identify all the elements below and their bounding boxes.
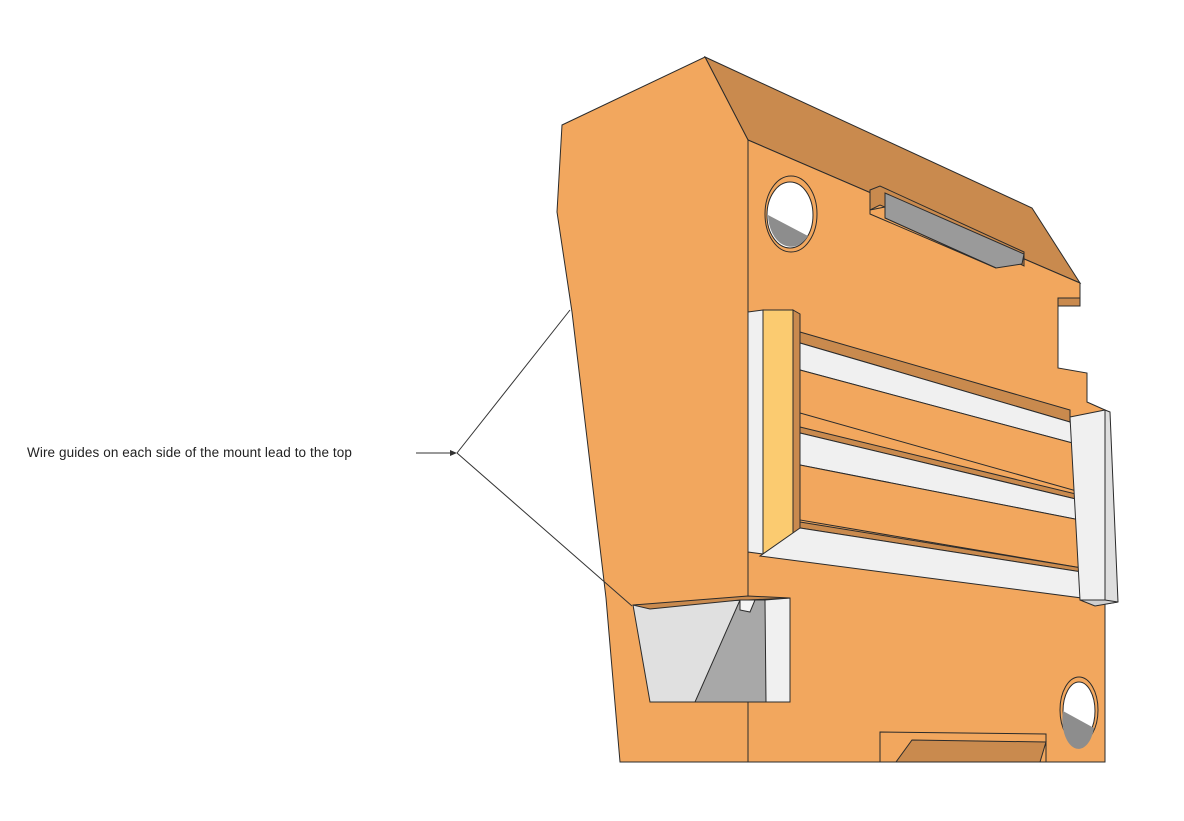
wire-channel-2 bbox=[799, 426, 1083, 569]
right-wire-guide bbox=[1069, 409, 1119, 607]
lower-left-cutout bbox=[632, 595, 791, 703]
callout-label: Wire guides on each side of the mount le… bbox=[27, 445, 353, 460]
right-notch bbox=[1057, 297, 1081, 307]
bottom-slot bbox=[879, 731, 1047, 763]
callout-leaders bbox=[416, 309, 633, 607]
left-wire-slot bbox=[747, 309, 801, 556]
wire-channel-1 bbox=[799, 331, 1081, 493]
top-slot bbox=[869, 185, 1025, 269]
lower-mount-hole bbox=[1059, 676, 1099, 749]
upper-mount-hole bbox=[764, 175, 818, 253]
left-side-face bbox=[556, 56, 749, 763]
